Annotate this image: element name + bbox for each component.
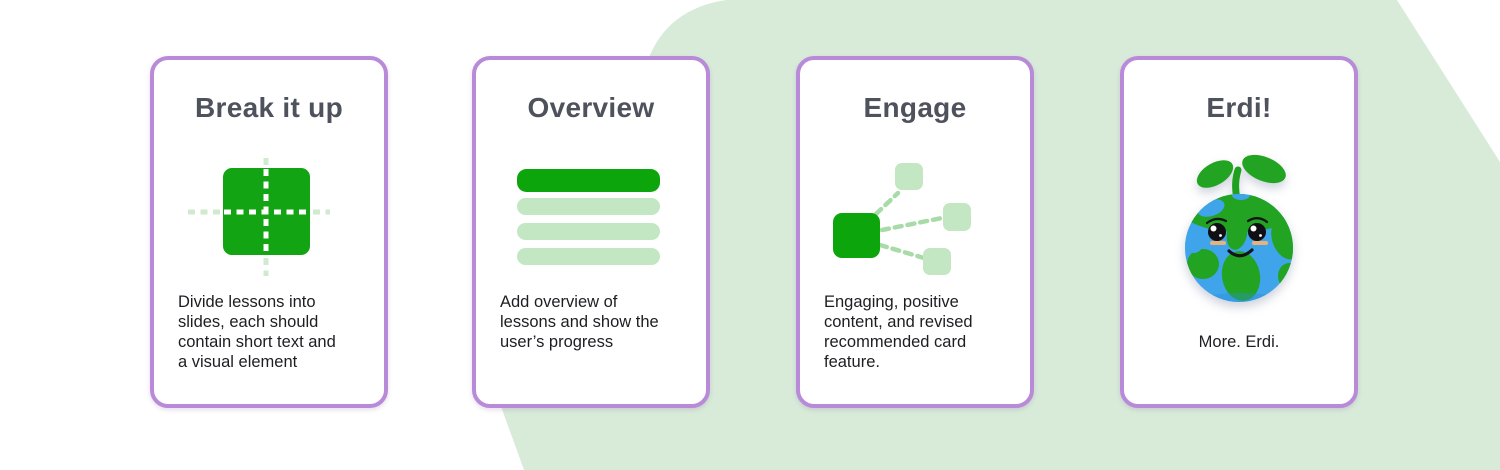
card-title: Break it up (194, 92, 343, 123)
left-leaf (1196, 160, 1234, 188)
card-break-it-up: Break it up Divide lessons into slides, … (150, 56, 388, 408)
card-body-text: Divide lessons into slides, each should … (178, 293, 336, 371)
card-erdi: Erdi! More. Erdi. (1120, 56, 1358, 408)
card-body-text: Add overview of lessons and show the use… (500, 293, 659, 351)
continents (1185, 194, 1293, 302)
card-engage: Engage Engaging, positive content, and r… (796, 56, 1034, 408)
card-body-text: More. Erdi. (1198, 333, 1280, 351)
right-leaf (1242, 154, 1286, 184)
card-title: Overview (527, 92, 655, 123)
card-title: Engage (863, 92, 967, 123)
globe (1185, 194, 1293, 302)
card-overview: Overview Add overview of lessons and sho… (472, 56, 710, 408)
sprout-stem (1232, 166, 1242, 204)
card-title: Erdi! (1206, 92, 1272, 123)
card-body-text: Engaging, positive content, and revised … (824, 293, 973, 371)
mascot-face (1205, 217, 1269, 258)
